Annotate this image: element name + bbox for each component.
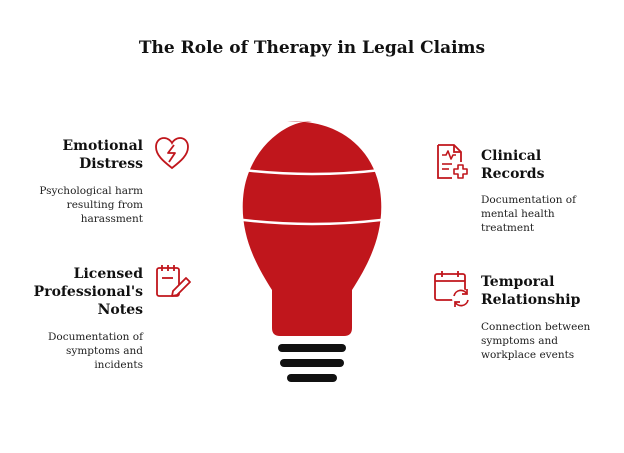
desc-line: treatment [481,222,535,234]
desc-line: Documentation of [47,331,143,343]
desc-line: mental health [481,208,555,220]
heading-line: Relationship [481,292,581,308]
bulb-band-line-1 [227,166,397,176]
desc-line: resulting from [66,199,143,211]
licensed-notes-heading: Licensed Professional's Notes [30,265,143,319]
desc-line: Connection between [481,321,591,333]
heading-line: Notes [97,302,143,318]
emotional-distress-heading: Emotional Distress [40,137,143,173]
emotional-distress-desc: Psychological harm resulting from harass… [20,184,143,226]
bulb-base-ring-3 [287,374,337,382]
heading-line: Records [481,166,545,182]
bulb-band-line-2 [227,216,397,226]
desc-line: symptoms and [66,345,143,357]
temporal-relationship-desc: Connection between symptoms and workplac… [481,320,616,362]
clinical-records-heading: Clinical Records [481,147,611,183]
desc-line: Psychological harm [39,185,143,197]
heading-line: Licensed [73,266,143,282]
heading-line: Emotional [62,138,143,154]
bulb-base-ring-1 [278,344,346,352]
calendar-refresh-icon [434,271,470,307]
broken-heart-icon [155,137,189,170]
clinical-records-desc: Documentation of mental health treatment [481,193,611,235]
diagram-title: The Role of Therapy in Legal Claims [138,38,486,58]
desc-line: symptoms and [481,335,558,347]
desc-line: incidents [94,359,143,371]
heading-line: Temporal [481,274,555,290]
bulb-base-ring-2 [280,359,344,367]
desc-line: harassment [80,213,143,225]
heading-line: Distress [79,156,143,172]
bulb-glass [242,121,382,336]
desc-line: Documentation of [481,194,577,206]
medical-record-icon [437,144,468,179]
notepad-pen-icon [156,265,191,297]
heading-line: Professional's [33,284,143,300]
desc-line: workplace events [481,349,575,361]
temporal-relationship-heading: Temporal Relationship [481,273,616,309]
heading-line: Clinical [481,148,542,164]
licensed-notes-desc: Documentation of symptoms and incidents [20,330,143,372]
